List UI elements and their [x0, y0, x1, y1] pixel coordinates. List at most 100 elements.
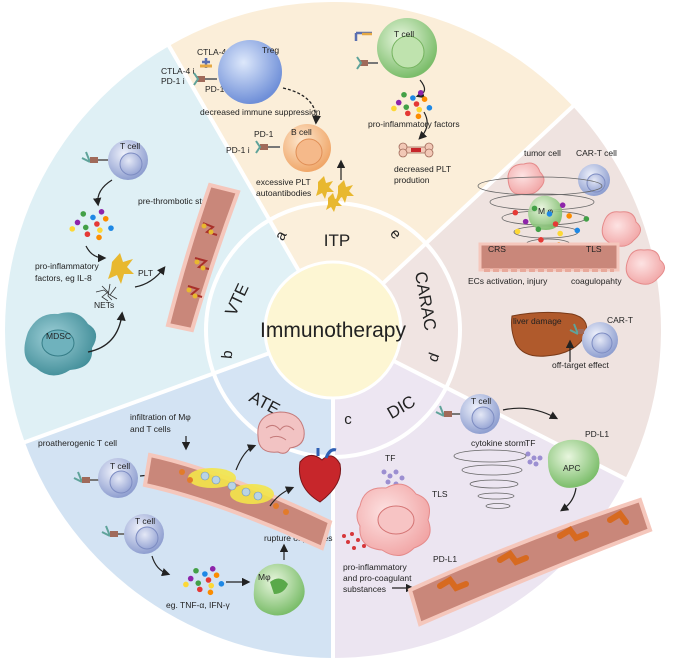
suppression-arrow	[282, 87, 322, 125]
ate-tcell2-arrow	[151, 555, 171, 577]
infiltration-label-1: infiltration of Mφ	[130, 412, 191, 422]
substances-label-1: pro-inflammatory	[343, 562, 408, 572]
vte-cytokine-dots	[69, 209, 114, 241]
ctla4-receptor-icon	[200, 58, 212, 68]
mdsc-label: MDSC	[46, 331, 71, 341]
outer-sector-carac	[426, 106, 661, 479]
dic-cytokine-storm-icon	[453, 449, 527, 509]
carac-tumor-cell-icon	[507, 162, 545, 195]
cytokine-dot	[546, 211, 553, 217]
cytokines-label: eg. TNF-α, IFN-γ	[166, 600, 231, 610]
carac-cart-label: CAR-T	[607, 315, 633, 325]
cytokine-dot	[395, 99, 402, 106]
cytokine-dot	[512, 209, 519, 216]
ate-tcell1-label: T cell	[110, 461, 130, 471]
dic-vessel-icon	[407, 497, 653, 627]
cytokine-dot	[574, 227, 581, 234]
cytokine-dot	[218, 581, 225, 587]
cytokine-dot	[98, 209, 105, 215]
ring-sector-itp	[270, 204, 426, 284]
cytokine-storm-label: cytokine storm	[471, 438, 526, 448]
pd1i-top-label: PD-1 i	[161, 76, 185, 86]
dic-pdl1-left-label: PD-L1	[433, 554, 457, 564]
itp-cytokine-arrow	[418, 111, 428, 140]
cytokine-dot	[566, 213, 572, 219]
cytokine-dot	[417, 90, 424, 96]
ate-t-cell-2-nucleus-icon	[135, 526, 159, 550]
cytokine-dot	[202, 571, 208, 577]
center-circle	[263, 260, 403, 400]
vte-t-cell-nucleus-icon	[119, 152, 143, 176]
cart-cell-label: CAR-T cell	[576, 148, 617, 158]
itp-panel: CTLA-4 CTLA-4 i PD-1 PD-1 i Treg decreas…	[161, 18, 460, 212]
cytokine-dot	[195, 580, 202, 586]
cytokine-dot	[410, 95, 416, 101]
dic-red-dots	[342, 532, 366, 550]
itp-tcell-label: T cell	[394, 29, 414, 39]
autoantibodies-label: autoantibodies	[256, 188, 311, 198]
decreased-suppression-label: decreased immune suppression	[200, 107, 321, 117]
b-cell-label: B cell	[291, 127, 312, 137]
ring-letter-b: b	[219, 350, 237, 360]
ring-sector-carac	[382, 244, 459, 388]
carac-tls-label: TLS	[586, 244, 602, 254]
vte-tcell-arrow	[92, 179, 113, 207]
decreased-plt-label-1: decreased PLT	[394, 164, 451, 174]
dic-tcell-label: T cell	[471, 396, 491, 406]
ate-cytokine-dots	[183, 566, 225, 596]
pd1-b-receptor-icon	[255, 140, 280, 154]
cytokine-dot	[404, 110, 411, 117]
infiltration-label-2: and T cells	[130, 424, 171, 434]
itp-t-cell-nucleus-icon	[391, 35, 425, 69]
ate-vessel-icon	[142, 452, 333, 551]
cytokine-dot	[401, 91, 407, 98]
cytokine-dot	[84, 231, 91, 238]
nets-label: NETs	[94, 300, 114, 310]
pd1-b-label: PD-1	[254, 129, 274, 139]
vte-panel: T cell pro-inflammatory factors, eg IL-8…	[24, 140, 241, 376]
vte-platelet-icon	[108, 253, 134, 284]
mdsc-to-nets-arrow	[87, 311, 126, 353]
pd1-inhibitor-icon	[193, 72, 217, 86]
cytokine-dot	[583, 216, 590, 222]
cytokine-dot	[535, 226, 542, 233]
ate-t-cell-1-nucleus-icon	[109, 470, 133, 494]
decreased-plt-label-2: prodution	[394, 175, 430, 185]
ring-label-itp: ITP	[324, 231, 350, 250]
vte-pro-inflam-label-1: pro-inflammatory	[35, 261, 100, 271]
cytokine-dot	[208, 582, 215, 589]
carac-cart-cell-nucleus-icon	[586, 173, 606, 193]
heart-icon	[298, 448, 342, 503]
carac-tumor-cluster-icon	[601, 211, 665, 285]
cytokine-dot	[391, 105, 397, 112]
cytokine-dot	[96, 234, 102, 241]
cytokine-dot	[421, 96, 428, 103]
ate-vessel-to-heart-arrow	[269, 486, 295, 507]
dic-pdl1-top-label: PD-L1	[585, 429, 609, 439]
cytokine-dot	[415, 113, 422, 120]
proatherogenic-label: proatherogenic T cell	[38, 438, 117, 448]
cytokine-dot	[108, 225, 114, 231]
cytokine-dot	[426, 105, 433, 111]
apc-label: APC	[563, 463, 580, 473]
vte-cytokine-arrow	[85, 245, 107, 263]
cytokine-dot	[207, 589, 214, 596]
cytokine-dot	[213, 572, 220, 579]
carac-macrophage-icon	[528, 195, 563, 230]
prethrombotic-label: pre-thrombotic state	[138, 196, 214, 206]
dic-tcell-arrow	[502, 407, 559, 420]
tcell-receptor-icon	[354, 31, 372, 41]
vte-platelet-to-vessel-arrow	[134, 266, 166, 288]
apc-cell-icon	[547, 439, 600, 488]
separator-line	[381, 103, 576, 286]
mdsc-cell-icon	[24, 312, 97, 376]
dic-tumor-cell-icon	[356, 483, 431, 556]
carac-panel: tumor cell CAR-T cell M φ CRS TLS ECs ac…	[468, 148, 665, 370]
carac-cart-cell-2-nucleus-icon	[591, 332, 613, 354]
treg-label: Treg	[262, 45, 279, 55]
separator-line	[166, 43, 301, 273]
platelet-cluster-icon	[316, 176, 354, 212]
off-target-label: off-target effect	[552, 360, 609, 370]
ate-macrophage-icon	[253, 563, 305, 616]
ring-letter-c: c	[344, 411, 352, 428]
